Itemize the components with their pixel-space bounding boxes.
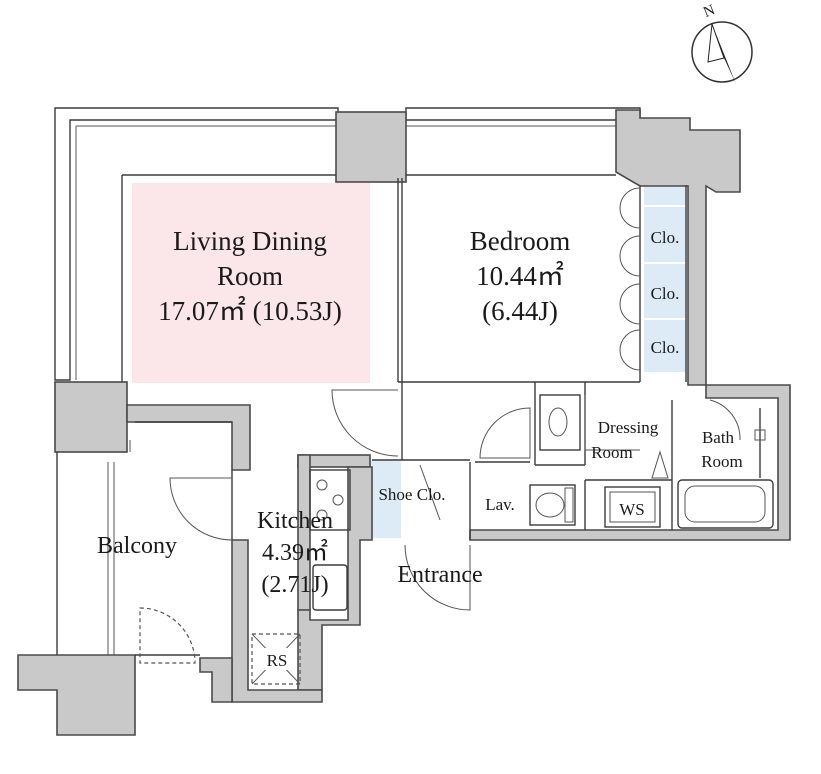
closet-fill-2 bbox=[644, 264, 686, 318]
ws-label: WS bbox=[619, 500, 645, 519]
toilet-icon bbox=[529, 484, 576, 526]
bathtub-icon bbox=[677, 479, 774, 529]
entrance-name: Entrance bbox=[397, 562, 482, 588]
living-room-fill bbox=[132, 183, 370, 383]
closet-fill-top bbox=[644, 185, 686, 205]
living-room-name-1: Living Dining bbox=[173, 226, 327, 256]
bath-room-name-1: Bath bbox=[702, 428, 735, 447]
bedroom-area: 10.44㎡ bbox=[476, 261, 564, 291]
bedroom-jyo: (6.44J) bbox=[482, 296, 558, 326]
bath-room-name-2: Room bbox=[701, 452, 743, 471]
closet-fill-3 bbox=[644, 320, 686, 372]
lavatory-name: Lav. bbox=[485, 495, 515, 514]
kitchen-jyo: (2.71J) bbox=[261, 572, 328, 598]
closet-fill-1 bbox=[644, 207, 686, 262]
shoe-closet-name: Shoe Clo. bbox=[378, 485, 445, 504]
bedroom-name: Bedroom bbox=[470, 226, 571, 256]
closet-label-3: Clo. bbox=[651, 338, 680, 357]
closet-label-2: Clo. bbox=[651, 284, 680, 303]
dressing-marker-icon bbox=[651, 450, 669, 479]
rs-box-icon bbox=[251, 633, 301, 685]
balcony-name: Balcony bbox=[97, 533, 177, 559]
shoe-closet-fill bbox=[369, 460, 401, 538]
shower-icon bbox=[754, 408, 766, 478]
compass-label: N bbox=[701, 2, 717, 21]
north-compass-icon: N bbox=[691, 2, 753, 84]
living-room-area: 17.07㎡ (10.53J) bbox=[158, 296, 342, 326]
living-room-name-2: Room bbox=[217, 261, 283, 291]
dressing-room-name-1: Dressing bbox=[598, 418, 659, 437]
rs-label: RS bbox=[267, 651, 288, 670]
kitchen-area: 4.39㎡ bbox=[262, 539, 328, 566]
walls bbox=[17, 107, 791, 736]
kitchen-name: Kitchen bbox=[257, 508, 333, 534]
dressing-room-name-2: Room bbox=[591, 443, 633, 462]
closet-label-1: Clo. bbox=[651, 228, 680, 247]
washbasin-icon bbox=[539, 394, 581, 451]
kitchen-stove-icon bbox=[309, 469, 351, 531]
doors bbox=[129, 187, 741, 664]
washing-machine-icon bbox=[604, 486, 661, 528]
kitchen-sink-icon bbox=[312, 564, 348, 611]
